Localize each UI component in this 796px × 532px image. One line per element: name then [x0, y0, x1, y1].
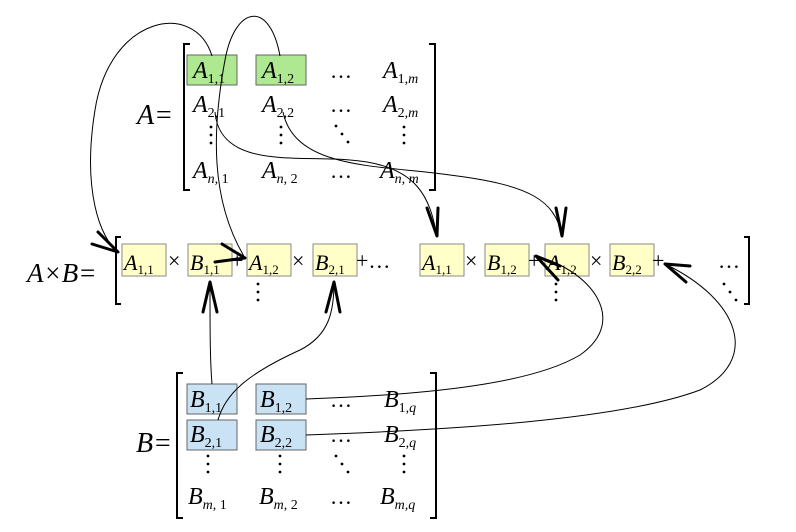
p-plus-hdots-1: +… [356, 248, 390, 273]
p-a11-highlight [121, 243, 167, 277]
p-b21-highlight [312, 243, 358, 277]
b-row1-hdots: … [330, 387, 352, 412]
a-col4-vdots [402, 125, 406, 145]
arrow-p-a12 [213, 242, 247, 264]
p-a11-entry: A1,1 [122, 250, 154, 277]
matrix-b-left-bracket [176, 372, 183, 519]
p-b21-entry: B2,1 [315, 250, 345, 277]
curve-b22-to-p-b22 [305, 263, 736, 436]
p-a11b-highlight [419, 243, 465, 277]
p-times-1: × [168, 248, 180, 273]
p-a12-highlight [246, 243, 292, 277]
p-col2-vdots [554, 282, 558, 302]
a1m-entry: A1,m [381, 58, 418, 87]
p-a11b-entry: A1,1 [420, 250, 452, 277]
a-col1-vdots [209, 125, 213, 145]
p-col1-vdots [256, 282, 260, 302]
arrow-p-a11b [425, 206, 440, 238]
product-label: A×B= [25, 258, 96, 288]
p-b12-entry: B1,2 [487, 250, 517, 277]
product-left-bracket [115, 236, 121, 305]
arrow-p-b12 [534, 254, 562, 282]
matrix-b-label: B= [136, 428, 172, 459]
b2q-entry: B2,q [384, 422, 416, 451]
b11-entry: B1,1 [190, 387, 222, 416]
p-b12-highlight [484, 243, 530, 277]
matrix-a: A= A1,1 A1,2 … A1,m A2,1 A2,2 … A2,m An,… [135, 43, 436, 191]
b22-entry: B2,2 [260, 422, 292, 451]
a-col2-vdots [279, 125, 283, 145]
an1-entry: An, 1 [191, 158, 229, 187]
a12-highlight [255, 54, 307, 86]
curve-a12-to-p-a12 [215, 15, 281, 259]
matrix-a-left-bracket [183, 43, 190, 191]
p-plus-4: + [652, 248, 664, 273]
product-right-bracket [744, 236, 750, 305]
p-times-4: × [590, 248, 602, 273]
p-a12-entry: A1,2 [247, 250, 279, 277]
p-times-3: × [465, 248, 477, 273]
arrow-p-b22 [663, 262, 692, 284]
a21-entry: A2,1 [191, 92, 225, 121]
b-row4-hdots: … [330, 484, 352, 509]
p-b11-entry: B1,1 [190, 250, 220, 277]
matrix-a-label: A= [135, 100, 173, 131]
a-row1-hdots: … [330, 58, 352, 83]
curve-a11-to-p-a11b [214, 111, 438, 237]
b21-entry: B2,1 [190, 422, 222, 451]
curve-a12-to-p-a12b [282, 111, 563, 237]
a12-entry: A1,2 [260, 58, 294, 87]
curve-b21-to-p-b21 [217, 281, 335, 421]
arrow-p-b21 [324, 280, 342, 314]
curve-b11-to-p-b11 [209, 281, 213, 385]
a22-entry: A2,2 [260, 92, 294, 121]
arrow-p-b11 [201, 280, 219, 314]
p-b22-entry: B2,2 [612, 250, 642, 277]
p-hdots-end: … [718, 248, 740, 273]
a-ddots [334, 124, 350, 144]
bm2-entry: Bm, 2 [259, 484, 298, 513]
matrix-b-right-bracket [430, 372, 437, 519]
b-col1-vdots [206, 454, 210, 474]
a11-highlight [186, 54, 238, 86]
b1q-entry: B1,q [384, 387, 416, 416]
p-plus-3: + [528, 248, 540, 273]
connector-curves [90, 15, 736, 436]
b22-highlight [255, 419, 307, 451]
arrow-p-a12b [554, 206, 568, 238]
arrow-p-a11 [90, 230, 120, 254]
p-b22-highlight [609, 243, 655, 277]
matrix-b: B= B1,1 B1,2 … B1,q B2,1 B2,2 … B2,q Bm,… [136, 372, 437, 519]
bmq-entry: Bm,q [380, 484, 415, 513]
an2-entry: An, 2 [260, 158, 298, 187]
a-row2-hdots: … [330, 92, 352, 117]
b-ddots [334, 454, 350, 474]
bm1-entry: Bm, 1 [188, 484, 227, 513]
b-col2-vdots [278, 454, 282, 474]
p-a12b-highlight [544, 243, 590, 277]
b-row2-hdots: … [330, 422, 352, 447]
a2m-entry: A2,m [381, 92, 418, 121]
p-times-2: × [292, 248, 304, 273]
curve-b12-to-p-b12 [305, 255, 604, 400]
p-ddots [722, 282, 738, 302]
b12-entry: B1,2 [260, 387, 292, 416]
curve-a11-to-p-a11 [90, 22, 213, 253]
b-col4-vdots [402, 454, 406, 474]
matrix-a-right-bracket [429, 43, 436, 191]
b21-highlight [186, 419, 238, 451]
a-row4-hdots: … [330, 158, 352, 183]
